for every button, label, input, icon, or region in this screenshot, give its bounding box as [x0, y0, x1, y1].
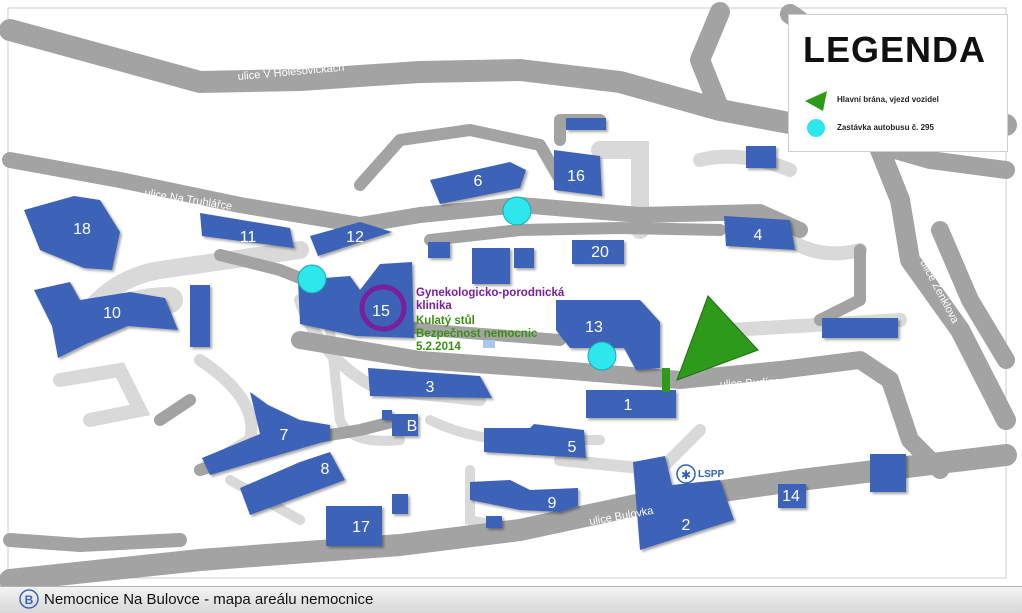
building-4[interactable]: [724, 216, 795, 250]
building-1[interactable]: [586, 390, 676, 418]
lspp-marker[interactable]: ✱ LSPP: [676, 464, 724, 484]
building-number: 14: [782, 488, 800, 505]
building-number: 7: [280, 427, 289, 444]
building-number: 16: [567, 168, 585, 185]
building-number: B: [407, 418, 418, 435]
building-6[interactable]: [430, 162, 526, 204]
building-small: [566, 118, 606, 130]
building-3[interactable]: [368, 368, 492, 398]
cyan-circle-icon: [807, 119, 825, 137]
building-12[interactable]: [310, 222, 392, 256]
legend-item-label: Hlavní brána, vjezd vozidel: [837, 95, 939, 105]
building-number: 4: [754, 227, 763, 244]
building-number: 15: [372, 303, 390, 320]
medical-star-glyph: ✱: [681, 468, 691, 482]
building-number: 5: [568, 439, 577, 456]
annotation-line-4: Bezpečnost nemocnic: [416, 328, 538, 340]
building-number: 17: [352, 519, 370, 536]
building-8[interactable]: [240, 452, 345, 515]
medical-star-icon: [676, 464, 696, 484]
building-9[interactable]: [470, 480, 578, 512]
building-small: [382, 410, 392, 420]
building-5[interactable]: [484, 424, 586, 458]
building-13[interactable]: [556, 300, 660, 370]
building-number: 9: [548, 495, 557, 512]
legend: LEGENDA Hlavní brána, vjezd vozidel Zast…: [788, 14, 1008, 152]
highlight-ring: [359, 284, 407, 332]
green-triangle-icon: [805, 91, 827, 111]
building-number: 1: [624, 397, 633, 414]
annotation-line-3: Kulatý stůl: [416, 315, 475, 327]
building-small: [190, 285, 210, 347]
legend-item-gate: Hlavní brána, vjezd vozidel: [803, 89, 939, 111]
gate-marker: [662, 368, 670, 392]
building-7[interactable]: [202, 392, 330, 475]
annotation-line-2: klinika: [416, 300, 452, 312]
annotation-line-5: 5.2.2014: [416, 341, 461, 353]
building-small: [472, 248, 510, 284]
building-number: 6: [474, 173, 483, 190]
building-b[interactable]: [392, 414, 418, 436]
building-18[interactable]: [24, 196, 120, 270]
building-number: 20: [591, 244, 609, 261]
building-14[interactable]: [778, 484, 806, 508]
event-annotation: Gynekologicko-porodnická klinika Kulatý …: [416, 287, 565, 353]
building-number: 2: [682, 517, 691, 534]
bus-stop-icon[interactable]: [502, 196, 532, 226]
footer-title: Nemocnice Na Bulovce - mapa areálu nemoc…: [44, 591, 374, 608]
building-11[interactable]: [200, 213, 294, 248]
bus-stop-icon[interactable]: [297, 264, 327, 294]
building-small: [822, 318, 898, 338]
building-10[interactable]: [34, 282, 178, 358]
building-small: [486, 516, 502, 528]
bus-stop-icon[interactable]: [587, 341, 617, 371]
building-17[interactable]: [326, 506, 382, 546]
building-small: [428, 242, 450, 258]
legend-item-bus-stop: Zastávka autobusu č. 295: [803, 117, 934, 139]
legend-title: LEGENDA: [803, 29, 987, 70]
main-gate[interactable]: [662, 295, 759, 392]
hospital-logo-icon: B: [19, 589, 39, 609]
building-number: 13: [585, 319, 603, 336]
annotation-line-1: Gynekologicko-porodnická: [416, 287, 565, 299]
building-number: 3: [426, 379, 435, 396]
building-20[interactable]: [572, 240, 624, 264]
building-number: 12: [346, 229, 364, 246]
building-number: 10: [103, 305, 121, 322]
legend-item-label: Zastávka autobusu č. 295: [837, 123, 934, 133]
building-15[interactable]: [298, 262, 414, 338]
building-2[interactable]: [633, 456, 734, 550]
building-small: [392, 494, 408, 514]
gate-triangle-icon: [676, 295, 759, 381]
building-16[interactable]: [554, 150, 602, 196]
annotation-swatch: [483, 340, 495, 348]
building-labels: 1 2 3 4 5 6 7 8 9 10 11 12 13 14 15 16 1…: [73, 168, 800, 536]
buildings: [24, 118, 906, 550]
footer-bar: B Nemocnice Na Bulovce - mapa areálu nem…: [0, 586, 1022, 613]
building-number: 8: [321, 461, 330, 478]
svg-text:B: B: [25, 593, 34, 607]
bus-stops: [297, 196, 617, 371]
building-small: [870, 454, 906, 492]
building-number: 18: [73, 221, 91, 238]
street-label-budinova: ulice Budínova: [720, 375, 794, 391]
building-small: [746, 146, 776, 168]
building-number: 11: [240, 229, 257, 246]
building-small: [514, 248, 534, 268]
lspp-label: LSPP: [698, 469, 724, 480]
